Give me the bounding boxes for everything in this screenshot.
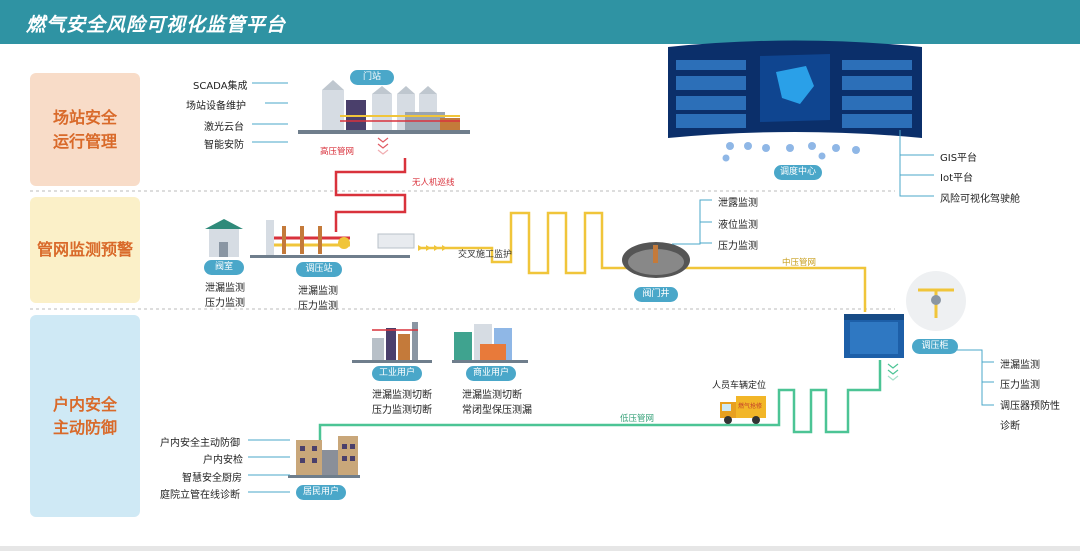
regulator-station-illustration (250, 220, 415, 258)
household-item-defense: 户内安全主动防御 (160, 438, 240, 449)
cabinet-bracket (954, 349, 994, 406)
section-station: 场站安全 运行管理 (30, 73, 140, 186)
label-medium-pressure: 中压管网 (782, 258, 817, 268)
commercial-user-illustration (452, 324, 528, 363)
section-household: 户内安全 主动防御 (30, 315, 140, 517)
regulator-cabinet-illustration (844, 271, 966, 358)
section-station-label: 场站安全 运行管理 (52, 108, 117, 151)
cabinet-item-preventive: 调压器预防性 (1000, 401, 1060, 412)
regulator-station-item-leak: 泄漏监测 (298, 286, 338, 297)
household-item-lines (248, 439, 290, 493)
label-cross-construction: 交叉施工监护 (458, 250, 513, 260)
industrial-item-pressure: 压力监测切断 (372, 405, 432, 416)
vehicle-label: 人员车辆定位 (712, 381, 767, 391)
section-network-label: 管网监测预警 (36, 240, 133, 260)
low-pressure-pipe (318, 360, 882, 450)
high-pressure-pipe (334, 158, 407, 232)
well-item-level: 液位监测 (718, 220, 758, 231)
label-drone: 无人机巡线 (412, 178, 455, 188)
cabinet-item-pressure: 压力监测 (1000, 380, 1040, 391)
cabinet-item-leak: 泄漏监测 (1000, 360, 1040, 371)
valve-room-illustration (205, 219, 243, 257)
industrial-item-leak: 泄漏监测切断 (372, 390, 432, 401)
section-household-label: 户内安全 主动防御 (52, 394, 117, 437)
well-item-leak: 泄露监测 (718, 198, 758, 209)
platform-item-cockpit: 风险可视化驾驶舱 (940, 194, 1020, 205)
tag-valve-room: 阀室 (204, 260, 244, 275)
station-item-security: 智能安防 (204, 140, 244, 151)
tag-valve-well: 阀门井 (634, 287, 678, 302)
gate-chevrons (377, 137, 389, 155)
tag-commercial-user: 商业用户 (466, 366, 516, 381)
cross-construction-arrows (418, 245, 447, 251)
valve-well-illustration (622, 242, 690, 278)
platform-bracket (899, 130, 934, 197)
cabinet-item-diagnosis: 诊断 (1000, 421, 1020, 432)
label-low-pressure: 低压管网 (620, 414, 655, 424)
commercial-item-leak: 泄漏监测切断 (462, 390, 522, 401)
resident-building-illustration (288, 436, 360, 478)
well-bracket (672, 199, 712, 245)
well-item-pressure: 压力监测 (718, 241, 758, 252)
dispatch-screen (668, 40, 922, 162)
bottom-bar (0, 546, 1080, 551)
valve-room-item-pressure: 压力监测 (205, 298, 245, 309)
repair-truck-illustration (720, 396, 766, 424)
platform-item-gis: GIS平台 (940, 153, 978, 164)
label-high-pressure: 高压管网 (320, 147, 355, 157)
header-bar: 燃气安全风险可视化监管平台 (0, 0, 1080, 44)
cabinet-chevrons (887, 363, 899, 381)
gate-station-illustration (298, 80, 470, 134)
section-network: 管网监测预警 (30, 197, 140, 303)
station-item-laser: 激光云台 (204, 122, 244, 133)
page-title: 燃气安全风险可视化监管平台 (26, 14, 287, 36)
tag-resident-user: 居民用户 (296, 485, 346, 500)
household-item-riser: 庭院立管在线诊断 (160, 490, 240, 501)
station-item-maintenance: 场站设备维护 (186, 101, 246, 112)
medium-pressure-pipe (418, 211, 867, 312)
commercial-item-closed: 常闭型保压测漏 (462, 405, 532, 416)
household-item-kitchen: 智慧安全厨房 (182, 473, 242, 484)
tag-gate-station: 门站 (350, 70, 394, 85)
household-item-inspection: 户内安检 (203, 455, 243, 466)
tag-regulator-cabinet: 调压柜 (912, 339, 958, 354)
regulator-station-item-pressure: 压力监测 (298, 301, 338, 312)
platform-item-iot: Iot平台 (940, 173, 973, 184)
station-item-lines (252, 82, 288, 143)
tag-dispatch-center: 调度中心 (774, 165, 822, 180)
tag-regulator-station: 调压站 (296, 262, 342, 277)
truck-text: 燃气抢修 (738, 403, 763, 410)
industrial-user-illustration (352, 322, 432, 363)
tag-industrial-user: 工业用户 (372, 366, 422, 381)
station-item-scada: SCADA集成 (193, 81, 248, 92)
valve-room-item-leak: 泄漏监测 (205, 283, 245, 294)
